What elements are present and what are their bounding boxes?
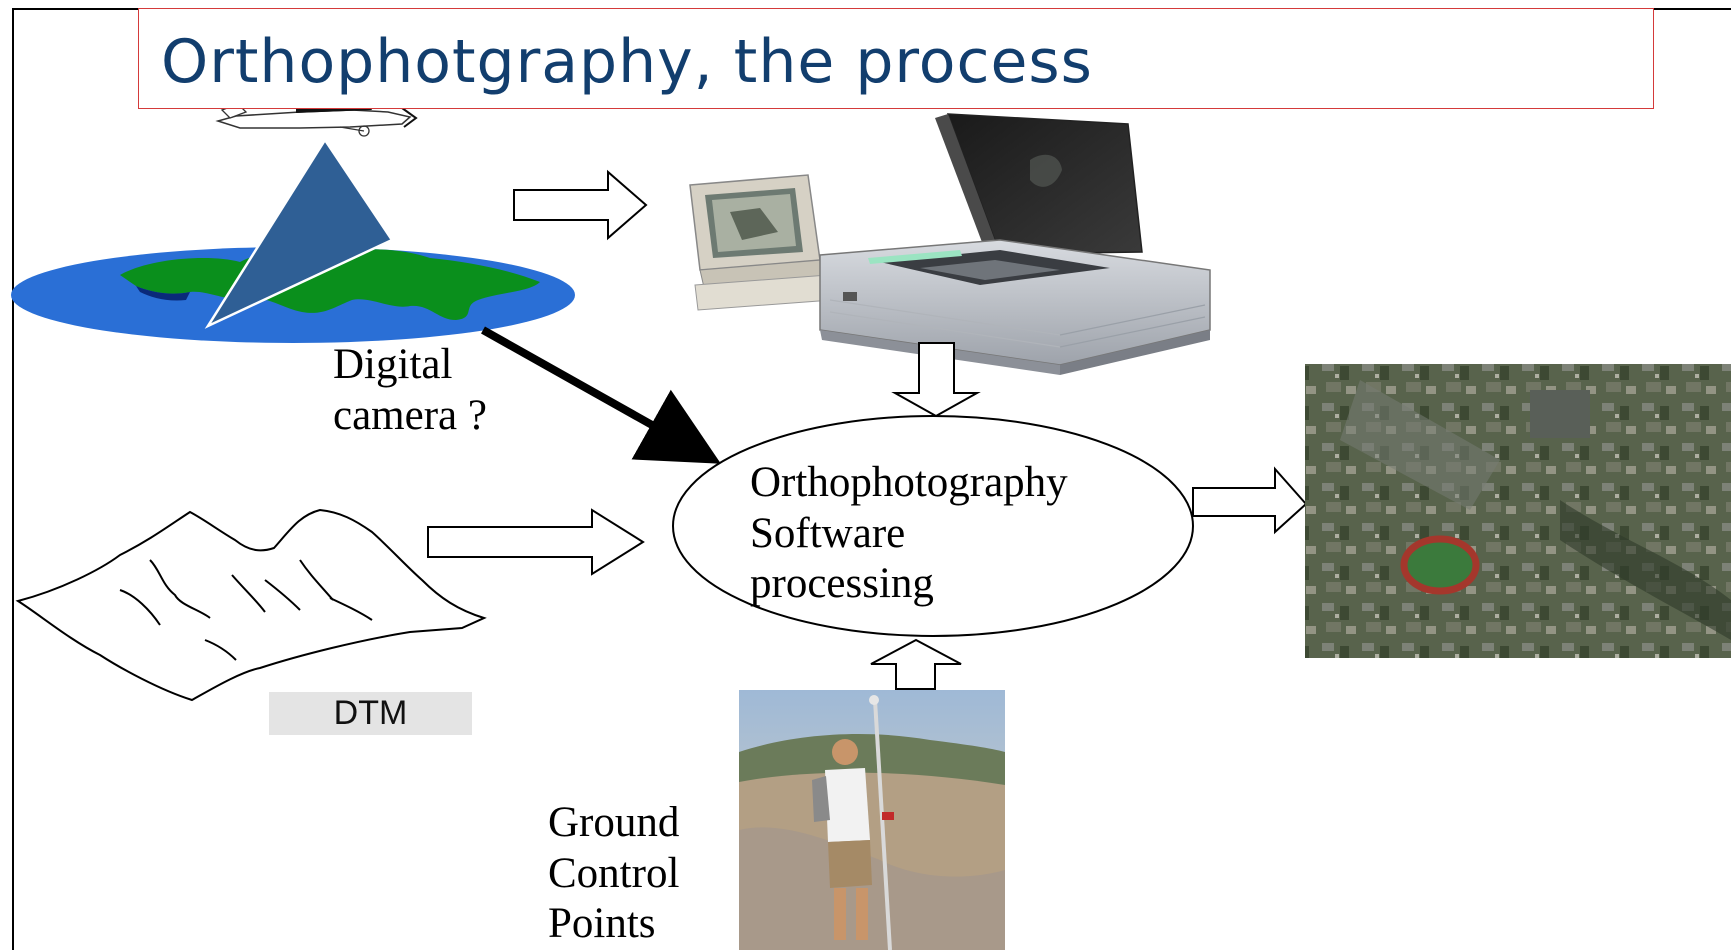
digital-camera-label-line-2: camera ? bbox=[333, 391, 487, 439]
software-label-line-1: Orthophotography bbox=[750, 459, 1068, 506]
software-processing-label: Orthophotography Software processing bbox=[750, 458, 1068, 610]
arrow-gcp-to-software bbox=[870, 638, 962, 690]
scanner-workstation-icon bbox=[689, 113, 1211, 375]
surveyor-photo-icon bbox=[739, 690, 1005, 950]
digital-camera-label-line-1: Digital bbox=[333, 341, 453, 388]
gcp-label-line-3: Points bbox=[548, 900, 656, 948]
arrow-to-scanner bbox=[513, 169, 648, 241]
gcp-label-line-1: Ground bbox=[548, 799, 680, 846]
software-label-line-2: Software bbox=[750, 509, 906, 557]
arrow-dtm-to-software bbox=[427, 508, 645, 576]
software-processing-node bbox=[672, 415, 1194, 637]
orthophoto-image bbox=[1305, 364, 1731, 658]
gcp-label-line-2: Control bbox=[548, 849, 680, 897]
ground-control-points-label: Ground Control Points bbox=[548, 798, 679, 950]
arrow-scanner-to-software bbox=[891, 342, 981, 418]
title-box: Orthophotgraphy, the process bbox=[138, 8, 1654, 109]
software-label-line-3: processing bbox=[750, 560, 934, 608]
earth-icon bbox=[11, 247, 575, 343]
page-title: Orthophotgraphy, the process bbox=[161, 27, 1093, 97]
arrow-software-to-orthophoto bbox=[1192, 466, 1308, 535]
dtm-label: DTM bbox=[269, 692, 472, 735]
camera-cone-shape bbox=[204, 137, 394, 329]
digital-camera-arrow bbox=[481, 326, 721, 464]
terrain-icon bbox=[15, 508, 487, 702]
digital-camera-label: Digital camera ? bbox=[333, 340, 487, 441]
